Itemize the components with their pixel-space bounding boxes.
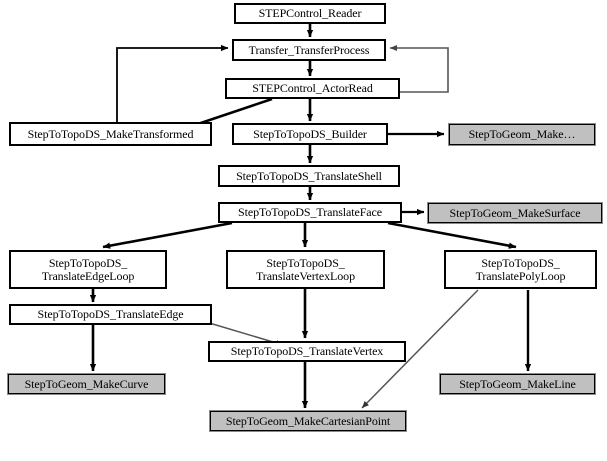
node-steptotopods-builder[interactable]: StepToTopoDS_Builder	[232, 123, 388, 145]
node-steptotopods-translatepolyloop[interactable]: StepToTopoDS_ TranslatePolyLoop	[444, 250, 597, 289]
node-step-control-actorread[interactable]: STEPControl_ActorRead	[225, 78, 400, 99]
node-label: StepToTopoDS_TranslateVertex	[230, 344, 384, 359]
node-label: StepToGeom_MakeCartesianPoint	[225, 413, 391, 428]
node-label: StepToTopoDS_TranslateEdge	[37, 307, 184, 322]
node-steptotopods-translateedgeloop[interactable]: StepToTopoDS_ TranslateEdgeLoop	[9, 250, 167, 289]
node-steptogeom-makecurve[interactable]: StepToGeom_MakeCurve	[8, 374, 165, 394]
node-steptotopods-translatevertexloop[interactable]: StepToTopoDS_ TranslateVertexLoop	[226, 250, 385, 289]
node-label: StepToTopoDS_TranslateFace	[238, 205, 382, 220]
node-steptotopods-translateface[interactable]: StepToTopoDS_TranslateFace	[218, 202, 402, 223]
node-steptotopods-maketransformed[interactable]: StepToTopoDS_MakeTransformed	[9, 122, 212, 146]
node-label: StepToTopoDS_ TranslatePolyLoop	[475, 255, 566, 283]
node-steptotopods-translateedge[interactable]: StepToTopoDS_TranslateEdge	[9, 304, 212, 325]
node-label: StepToTopoDS_MakeTransformed	[27, 126, 194, 141]
node-step-control-reader[interactable]: STEPControl_Reader	[234, 3, 386, 24]
node-label: StepToGeom_Make…	[468, 127, 576, 142]
node-transfer-transferprocess[interactable]: Transfer_TransferProcess	[232, 39, 386, 61]
edge-translateface-to-translateedgeloop	[102, 221, 233, 249]
edge-actorread-return-to-transferprocess	[389, 45, 449, 93]
node-label: StepToTopoDS_ TranslateVertexLoop	[256, 255, 355, 283]
edge-maketransformed-return-to-transferprocess	[116, 44, 229, 122]
node-label: STEPControl_Reader	[258, 6, 362, 21]
edge-translatepolyloop-to-makecartesianpoint	[361, 289, 479, 409]
node-label: Transfer_TransferProcess	[248, 42, 370, 57]
node-label: StepToGeom_MakeLine	[459, 376, 576, 391]
node-steptogeom-makeline[interactable]: StepToGeom_MakeLine	[440, 374, 595, 394]
node-label: StepToTopoDS_TranslateShell	[236, 168, 382, 183]
node-label: StepToTopoDS_ TranslateEdgeLoop	[41, 255, 135, 283]
node-steptotopods-translateshell[interactable]: StepToTopoDS_TranslateShell	[218, 165, 400, 187]
node-label: StepToTopoDS_Builder	[253, 126, 367, 141]
node-steptogeom-makesurface[interactable]: StepToGeom_MakeSurface	[428, 203, 602, 223]
node-label: StepToGeom_MakeSurface	[449, 205, 581, 220]
edge-translateface-to-translatepolyloop	[387, 221, 517, 249]
node-label: StepToGeom_MakeCurve	[24, 376, 149, 391]
node-label: STEPControl_ActorRead	[252, 81, 373, 96]
node-steptotopods-translatevertex[interactable]: StepToTopoDS_TranslateVertex	[208, 341, 406, 362]
node-steptogeom-makecartesianpoint[interactable]: StepToGeom_MakeCartesianPoint	[210, 411, 406, 431]
node-steptogeom-make-ellipsis[interactable]: StepToGeom_Make…	[449, 124, 595, 145]
